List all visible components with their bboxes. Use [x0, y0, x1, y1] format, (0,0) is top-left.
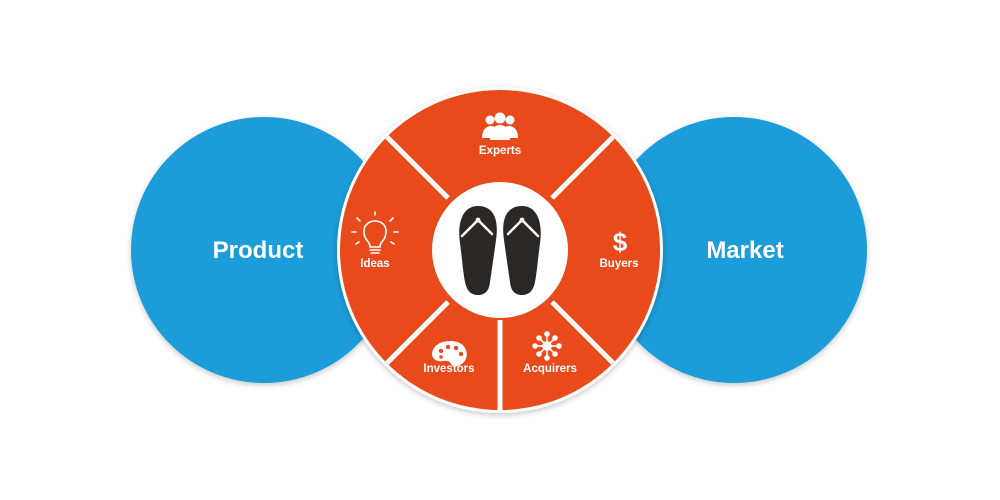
product-label: Product — [213, 237, 304, 264]
market-circle: Market — [601, 117, 867, 383]
center-wheel: Experts $ Buyers — [337, 87, 663, 413]
people-group-icon — [482, 112, 518, 140]
palette-icon — [432, 341, 467, 367]
segment-label-buyers: Buyers — [600, 258, 639, 270]
product-circle: Product — [131, 117, 397, 383]
segment-investors: Investors — [423, 341, 475, 375]
lightbulb-icon — [351, 211, 399, 254]
dollar-icon: $ — [613, 227, 628, 257]
flip-flops-icon — [459, 206, 541, 295]
segment-dividers — [385, 135, 615, 410]
segment-ideas: Ideas — [351, 211, 399, 270]
network-icon — [532, 331, 562, 361]
segment-label-ideas: Ideas — [360, 258, 389, 270]
segment-label-experts: Experts — [479, 145, 521, 157]
segment-buyers: $ Buyers — [600, 227, 639, 270]
segment-experts: Experts — [479, 112, 521, 157]
segment-label-investors: Investors — [423, 363, 474, 375]
market-label: Market — [706, 237, 783, 264]
segment-label-acquirers: Acquirers — [523, 363, 577, 375]
segment-acquirers: Acquirers — [523, 331, 577, 375]
center-hub — [432, 182, 568, 318]
